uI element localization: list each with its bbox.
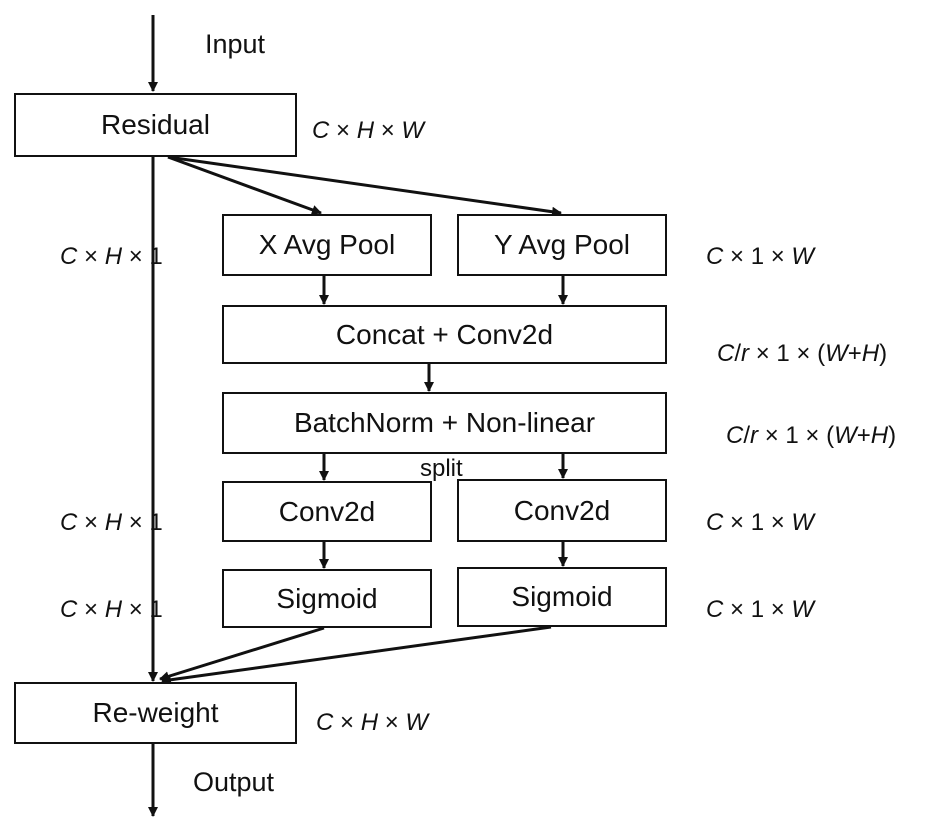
residual-block: Residual [14, 93, 297, 157]
dimension-left-conv: C × H × 1 [60, 509, 163, 536]
concat-conv2d-block: Concat + Conv2d [222, 305, 667, 364]
dimension-residual: C × H × W [312, 117, 425, 144]
sigmoid-right-block: Sigmoid [457, 567, 667, 627]
dimension-left-pool: C × H × 1 [60, 243, 163, 270]
dimension-right-conv: C × 1 × W [706, 509, 815, 536]
arrow-right-sigmoid-to-reweight [161, 625, 552, 685]
arrow-residual-to-y-pool [167, 155, 562, 217]
output-label: Output [193, 767, 275, 797]
dimension-reweight: C × H × W [316, 709, 429, 736]
batchnorm-nonlinear-block: BatchNorm + Non-linear [222, 392, 667, 454]
input-label: Input [205, 29, 266, 59]
dimension-concat: C/r × 1 × (W+H) [717, 340, 888, 367]
y-avg-pool-block: Y Avg Pool [457, 214, 667, 276]
dimension-left-sigmoid: C × H × 1 [60, 596, 163, 623]
arrow-residual-to-x-pool [167, 155, 322, 215]
sigmoid-left-block: Sigmoid [222, 569, 432, 628]
split-label: split [420, 455, 463, 482]
reweight-block: Re-weight [14, 682, 297, 744]
dimension-right-pool: C × 1 × W [706, 243, 815, 270]
arrow-left-sigmoid-to-reweight [159, 626, 325, 682]
conv2d-left-block: Conv2d [222, 481, 432, 542]
conv2d-right-block: Conv2d [457, 479, 667, 542]
dimension-batchnorm: C/r × 1 × (W+H) [726, 422, 897, 449]
dimension-right-sigmoid: C × 1 × W [706, 596, 815, 623]
x-avg-pool-block: X Avg Pool [222, 214, 432, 276]
